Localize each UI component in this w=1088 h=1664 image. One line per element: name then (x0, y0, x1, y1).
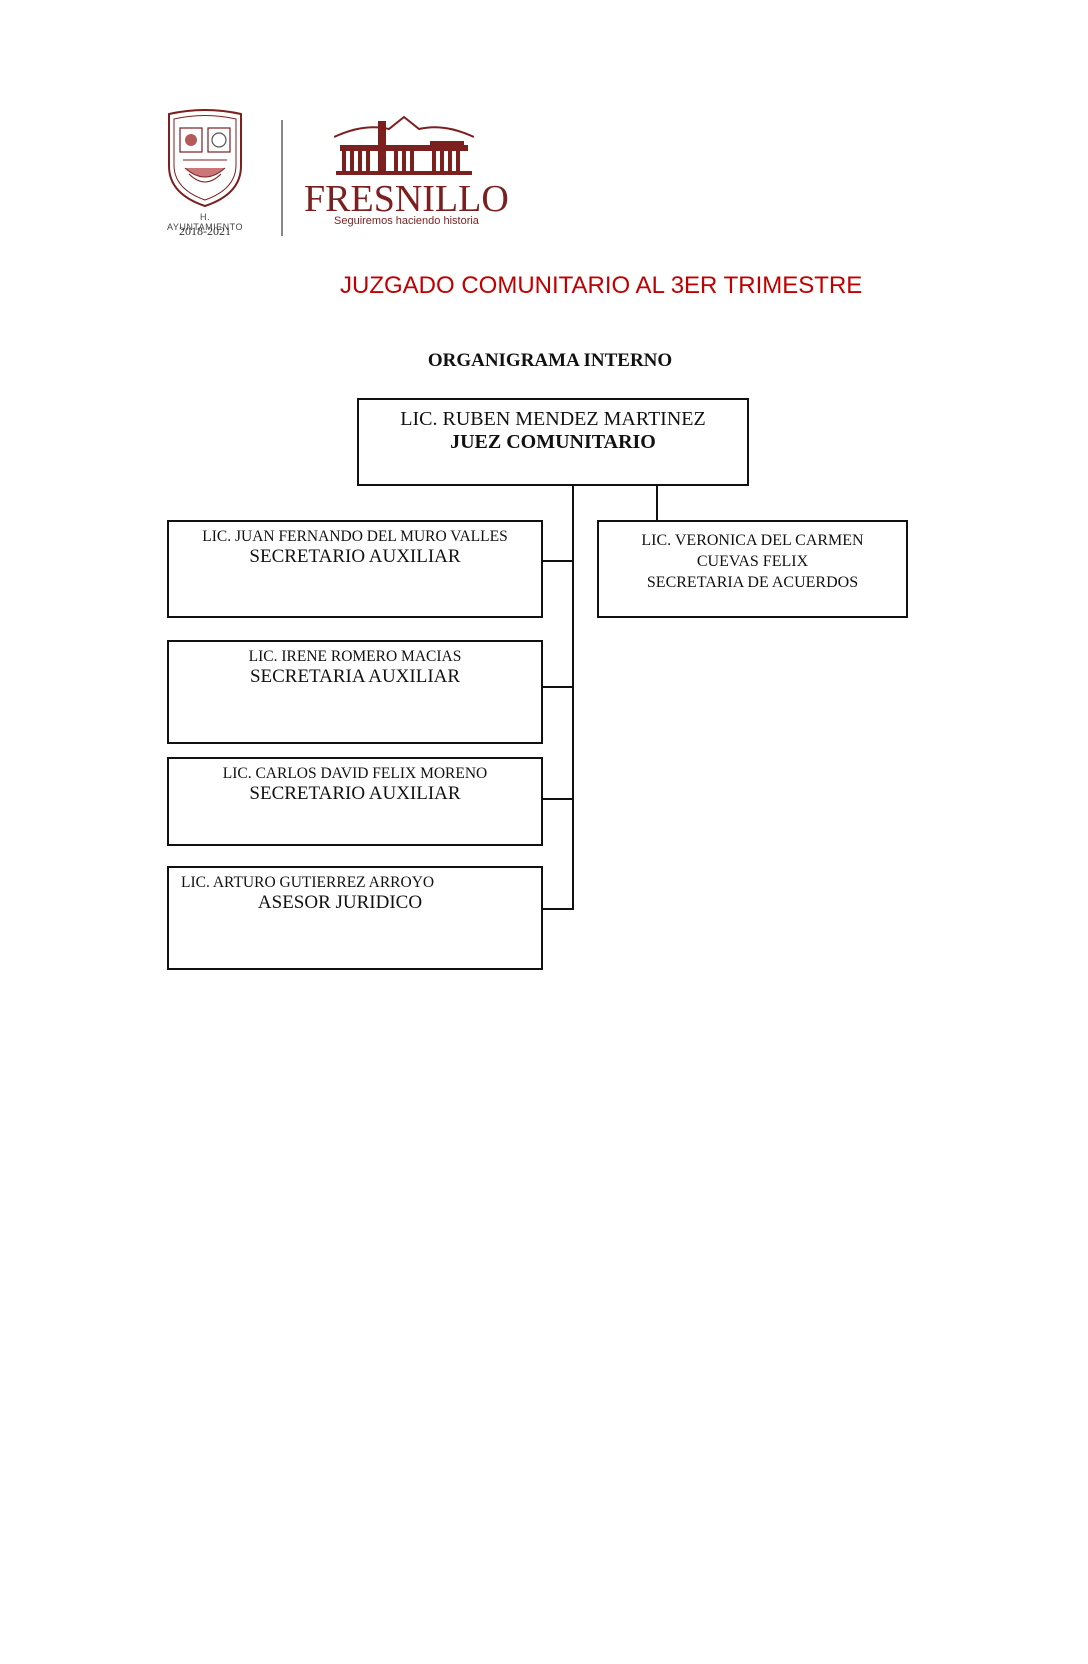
acuerdos-name-line2: CUEVAS FELIX (696, 553, 809, 570)
page-title: JUZGADO COMUNITARIO AL 3ER TRIMESTRE (340, 272, 863, 299)
org-box-juez: LIC. RUBEN MENDEZ MARTINEZ JUEZ COMUNITA… (357, 398, 749, 486)
secretaria-2-name: LIC. IRENE ROMERO MACIAS (248, 648, 462, 665)
chart-subtitle: ORGANIGRAMA INTERNO (427, 350, 673, 371)
secretario-1-role: SECRETARIO AUXILIAR (249, 546, 461, 567)
secretario-3-name: LIC. CARLOS DAVID FELIX MORENO (222, 765, 488, 782)
main-vertical-connector (572, 486, 574, 910)
brand-name: FRESNILLO (304, 178, 509, 220)
acuerdos-name-line1: LIC. VERONICA DEL CARMEN (641, 532, 864, 549)
org-box-secretaria-2: LIC. IRENE ROMERO MACIAS SECRETARIA AUXI… (167, 640, 543, 744)
juez-role: JUEZ COMUNITARIO (450, 431, 656, 453)
brand-tagline: Seguiremos haciendo historia (334, 215, 479, 227)
fresnillo-logo: FRESNILLO Seguiremos haciendo historia (304, 115, 509, 227)
secretario-3-role: SECRETARIO AUXILIAR (249, 783, 461, 804)
asesor-role: ASESOR JURIDICO (257, 892, 423, 913)
secretario-1-name: LIC. JUAN FERNANDO DEL MURO VALLES (202, 528, 508, 545)
header-divider (281, 120, 283, 236)
crest-caption: H. AYUNTAMIENTO (166, 212, 243, 232)
juez-name: LIC. RUBEN MENDEZ MARTINEZ (400, 408, 706, 430)
crest-shield-icon (168, 109, 242, 208)
sec2-connector (543, 686, 573, 688)
acuerdos-connector (656, 486, 658, 520)
crest-years: 2018-2021 (179, 224, 231, 238)
org-box-asesor: LIC. ARTURO GUTIERREZ ARROYO ASESOR JURI… (167, 866, 543, 970)
org-box-secretario-3: LIC. CARLOS DAVID FELIX MORENO SECRETARI… (167, 757, 543, 846)
secretaria-2-role: SECRETARIA AUXILIAR (249, 666, 461, 687)
asesor-name: LIC. ARTURO GUTIERREZ ARROYO (181, 874, 435, 891)
asesor-connector (543, 908, 573, 910)
sec1-connector (543, 560, 573, 562)
sec3-connector (543, 798, 573, 800)
org-box-secretario-1: LIC. JUAN FERNANDO DEL MURO VALLES SECRE… (167, 520, 543, 618)
acuerdos-role: SECRETARIA DE ACUERDOS (646, 574, 859, 591)
monument-icon (334, 115, 474, 175)
org-box-acuerdos: LIC. VERONICA DEL CARMEN CUEVAS FELIX SE… (597, 520, 908, 618)
ayuntamiento-crest-logo: H. AYUNTAMIENTO 2018-2021 (165, 108, 245, 243)
